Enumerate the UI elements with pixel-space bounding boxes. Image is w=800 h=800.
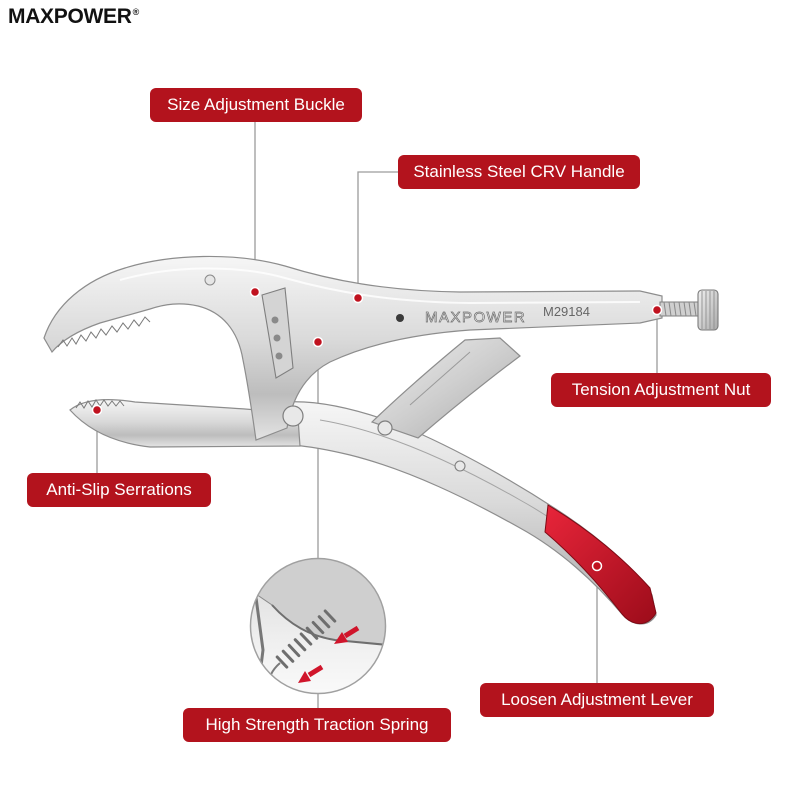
leader-line-handle [357, 171, 398, 298]
leader-dot-lever [591, 560, 603, 572]
leader-dot-spring [312, 336, 324, 348]
buckle-hole [271, 316, 279, 324]
release-link [370, 337, 521, 439]
buckle-hole [273, 334, 281, 342]
brand-name: MAXPOWER [8, 5, 132, 28]
callout-stainless-steel-handle: Stainless Steel CRV Handle [398, 155, 640, 189]
engraved-brand: MAXPOWER [425, 309, 526, 326]
rivet-hole [396, 314, 404, 322]
leader-dot-size-buckle [249, 286, 261, 298]
size-adjustment-buckle [261, 287, 294, 379]
leader-dot-serrations [91, 404, 103, 416]
leader-dot-tension-nut [651, 304, 663, 316]
callout-size-adjustment-buckle: Size Adjustment Buckle [150, 88, 362, 122]
rivet [454, 460, 466, 472]
callout-tension-adjustment-nut: Tension Adjustment Nut [551, 373, 771, 407]
upper-body-highlight [119, 267, 641, 305]
pivot-rivet [282, 405, 304, 427]
thread-lines [663, 301, 697, 317]
buckle-hole [275, 352, 283, 360]
spring-detail-zoom-icon [249, 557, 387, 695]
callout-anti-slip-serrations: Anti-Slip Serrations [27, 473, 211, 507]
rivet [377, 420, 393, 436]
release-link-slot [409, 351, 471, 406]
engraved-model-number: M29184 [543, 304, 590, 319]
red-arrow-icon [334, 625, 360, 644]
rivet [204, 274, 216, 286]
callout-traction-spring: High Strength Traction Spring [183, 708, 451, 742]
callout-loosen-adjustment-lever: Loosen Adjustment Lever [480, 683, 714, 717]
red-arrow-icon [298, 664, 324, 683]
leader-dots [91, 286, 663, 572]
inset-plate-edge [271, 604, 385, 646]
tension-adjustment-nut [697, 289, 719, 331]
registered-mark: ® [132, 7, 140, 17]
brand-logo: MAXPOWER® [8, 5, 139, 29]
leader-dot-handle [352, 292, 364, 304]
upper-jaw-serrations [57, 316, 151, 348]
knurl-lines [701, 291, 715, 329]
traction-spring [275, 609, 337, 669]
